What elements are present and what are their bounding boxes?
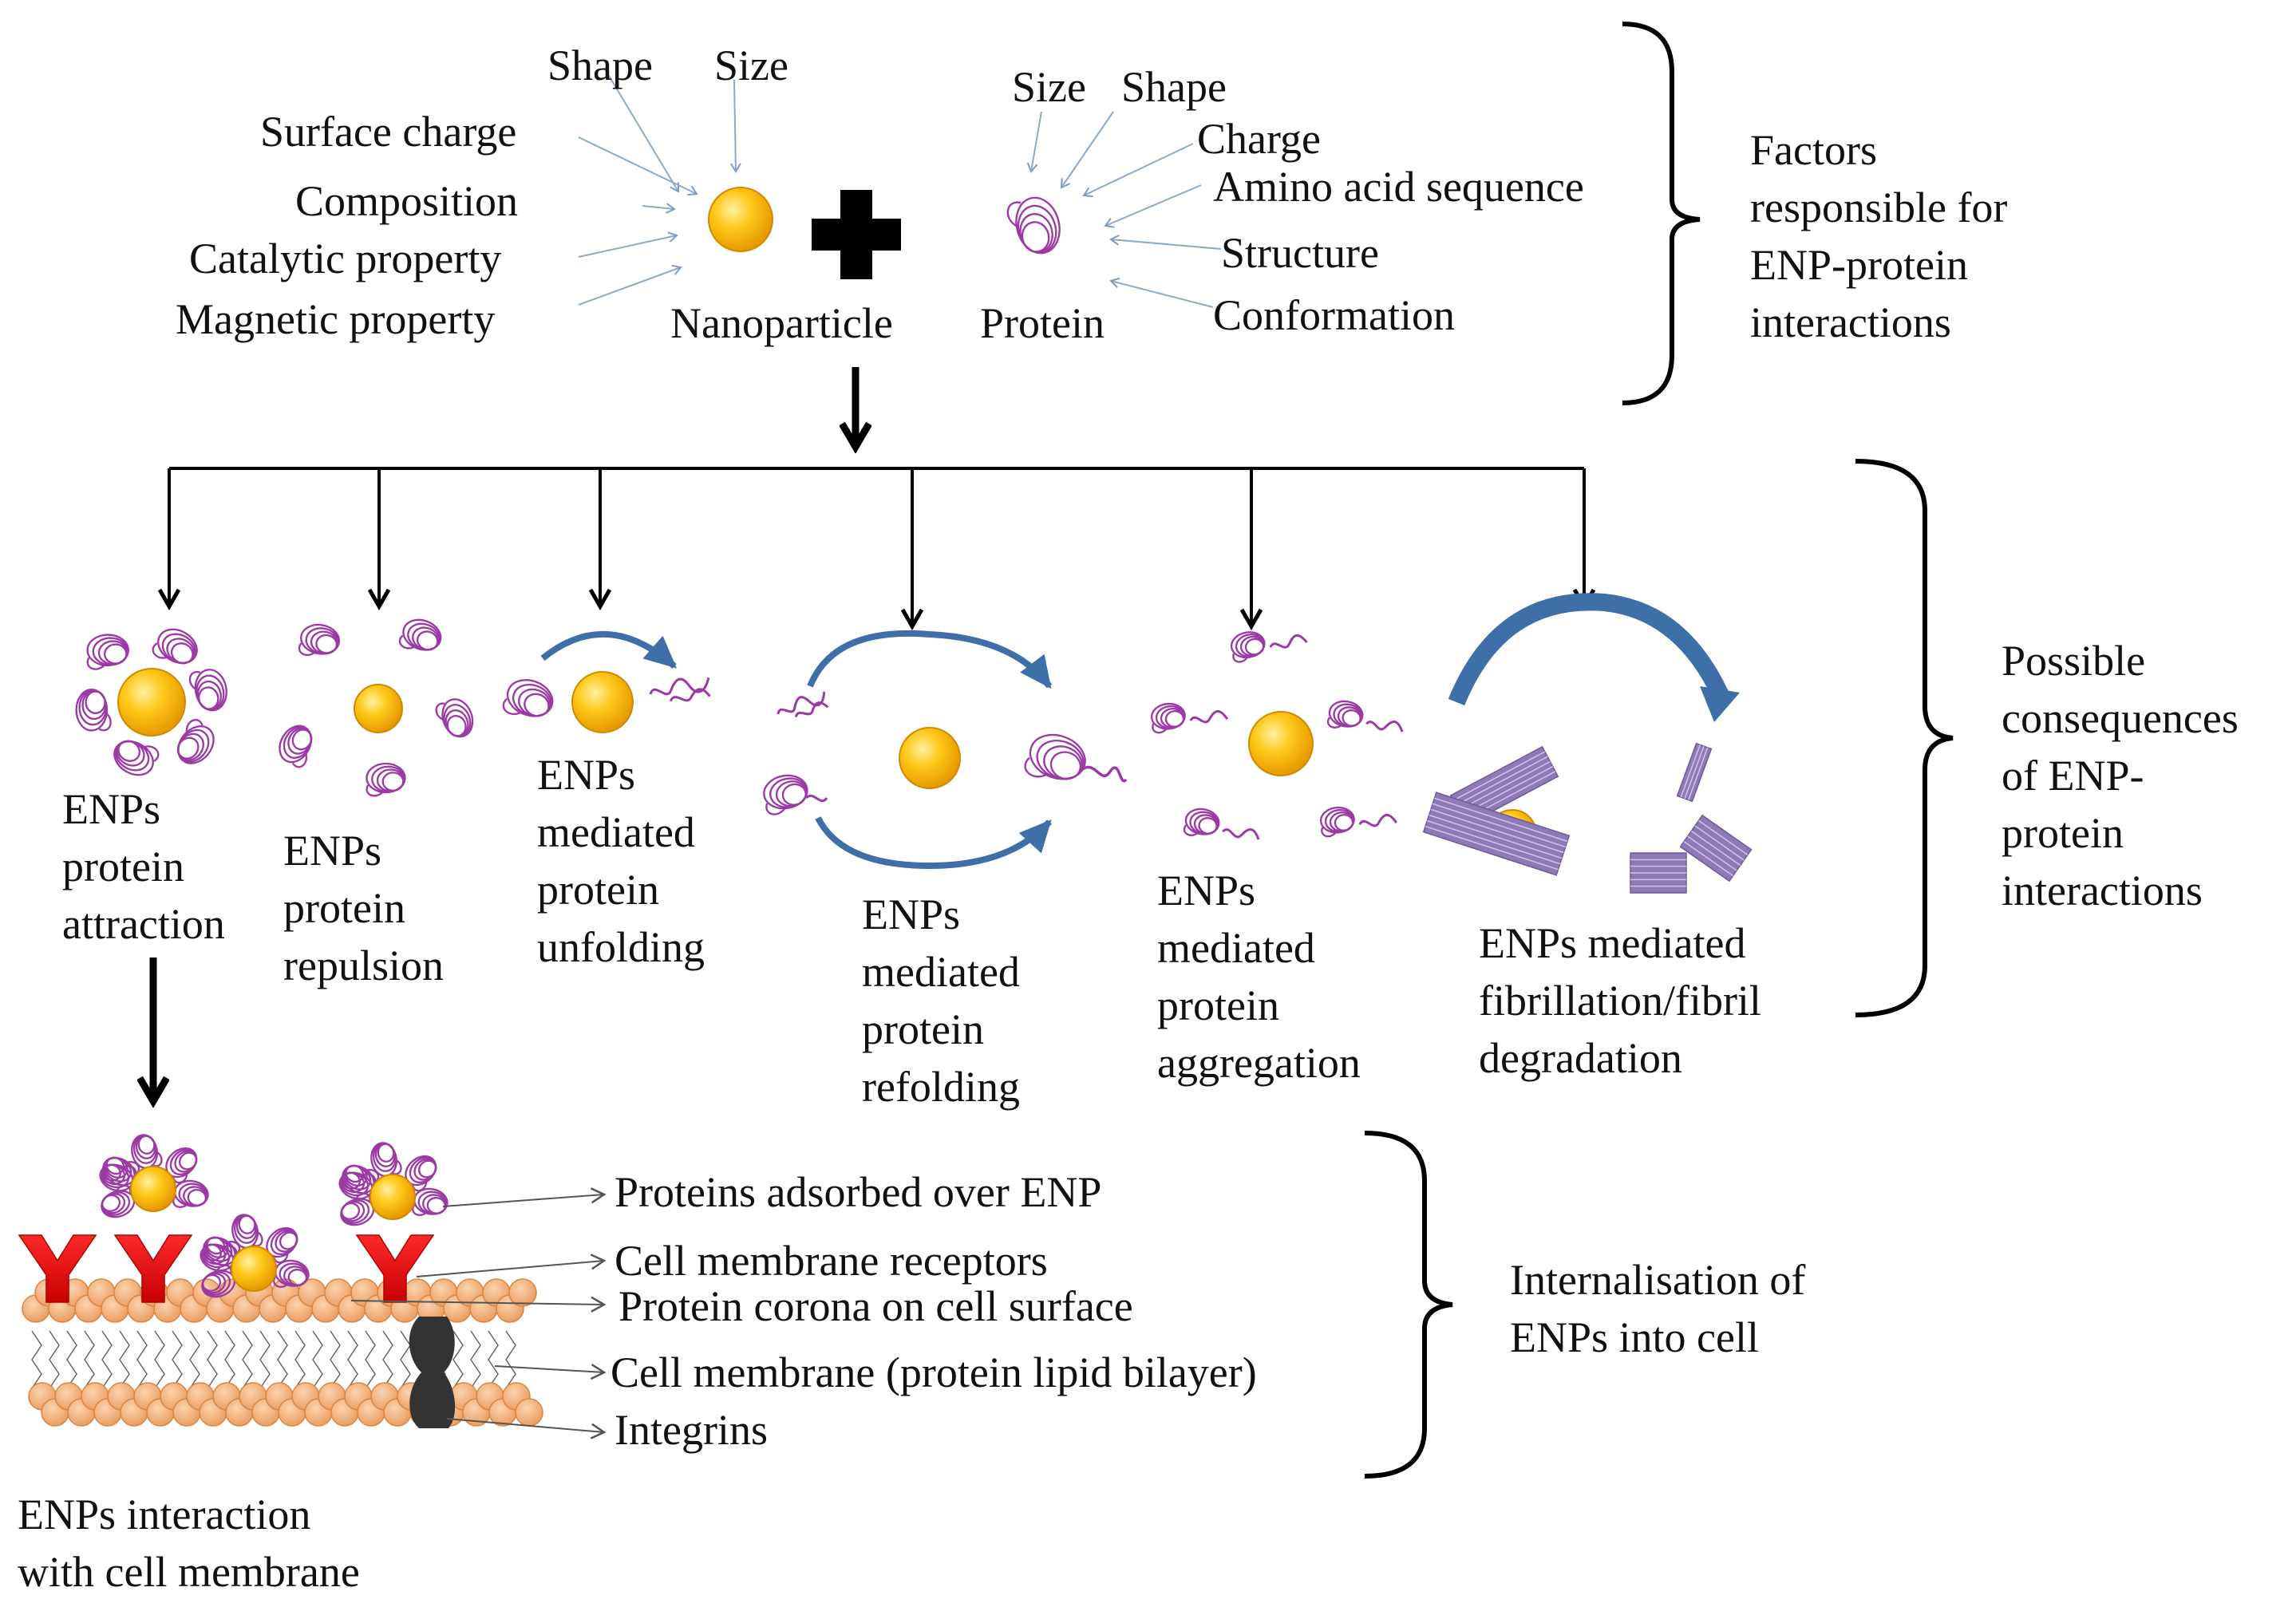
aggregating-protein-icon: [1230, 631, 1308, 663]
protein-coil-icon: [370, 1142, 402, 1177]
np-factor-size: Size: [714, 41, 788, 89]
cell-membrane: [22, 1278, 543, 1427]
repulsion-illustration: [279, 618, 474, 797]
callout-protein-corona: Protein corona on cell surface: [618, 1282, 1133, 1330]
callout-integrins: Integrins: [615, 1406, 768, 1454]
protein-coil-icon: [298, 623, 341, 657]
protein-coil-icon: [201, 1264, 236, 1298]
aggregating-protein-icon: [1150, 702, 1228, 734]
protein-factor-structure: Structure: [1221, 229, 1379, 277]
protein-coil-icon: [279, 725, 313, 768]
np-factor-catalytic: Catalytic property: [189, 235, 502, 282]
np-factor-shape: Shape: [547, 41, 653, 89]
fibril-icon: [1679, 814, 1753, 882]
protein-coil-icon: [1319, 806, 1355, 838]
callout-lipid-bilayer: Cell membrane (protein lipid bilayer): [611, 1348, 1257, 1396]
consequence-branch-arrows: [157, 468, 1596, 631]
nanoparticle-label: Nanoparticle: [670, 299, 893, 347]
nanoparticle-factor-arrows: [578, 67, 741, 306]
receptor-icon: [18, 1234, 97, 1303]
factors-bracket: [1622, 22, 1701, 405]
attraction-illustration: [75, 628, 227, 776]
protein-coil-icon: [435, 698, 474, 738]
protein-coil-icon: [1183, 807, 1220, 836]
aggregating-protein-icon: [1326, 700, 1404, 732]
receptor-icon: [113, 1234, 193, 1303]
consequence-aggregation-label: ENPs mediated protein aggregation: [1157, 867, 1361, 1087]
internalisation-bracket: [1364, 1131, 1453, 1479]
protein-coil-icon: [75, 689, 112, 732]
protein-coil-icon: [1006, 196, 1061, 255]
fibril-icon: [1422, 792, 1571, 876]
callout-receptors: Cell membrane receptors: [615, 1237, 1048, 1285]
fibrillation-illustration: [1422, 593, 1753, 894]
consequences-bracket: [1855, 459, 1954, 1017]
enp-protein-corona: [338, 1142, 449, 1226]
protein-label: Protein: [980, 299, 1105, 347]
unfolding-illustration: [502, 630, 711, 733]
protein-coil-icon: [502, 679, 554, 717]
consequence-repulsion-label: ENPs protein repulsion: [283, 827, 444, 989]
membrane-callout-arrows: [350, 1187, 607, 1439]
protein-coil-icon: [1006, 196, 1061, 255]
protein-coil-icon: [1230, 631, 1266, 663]
np-factor-surface-charge: Surface charge: [260, 108, 517, 156]
consequence-refolding-label: ENPs mediated protein refolding: [862, 890, 1020, 1111]
aggregation-illustration: [1150, 631, 1404, 840]
protein-coil-icon: [1326, 700, 1364, 729]
unfolded-protein-icon: [649, 677, 711, 702]
enp-protein-corona: [99, 1134, 209, 1218]
protein-coil-icon: [188, 669, 227, 712]
callout-proteins-adsorbed: Proteins adsorbed over ENP: [615, 1168, 1102, 1216]
consequence-attraction-label: ENPs protein attraction: [62, 785, 225, 948]
refolding-illustration: [763, 630, 1128, 870]
integrin-icon: [409, 1317, 456, 1428]
np-factor-magnetic: Magnetic property: [176, 295, 496, 343]
nanoparticle-sphere: [708, 187, 773, 252]
aggregating-protein-icon: [1183, 807, 1260, 840]
protein-coil-icon: [1024, 733, 1086, 780]
protein-factor-charge: Charge: [1197, 115, 1321, 163]
protein-factor-conformation: Conformation: [1213, 291, 1455, 339]
protein-coil-icon: [231, 1214, 263, 1249]
protein-coil-icon: [398, 618, 442, 651]
unfolded-protein-icon: [777, 691, 829, 718]
protein-coil-icon: [131, 1134, 163, 1169]
adsorbed-enp-icons: [99, 1134, 449, 1298]
fibril-icon: [1676, 742, 1713, 803]
receptor-icons: [18, 1234, 435, 1303]
protein-factor-arrows: [1026, 111, 1222, 308]
consequence-fibrillation-label: ENPs mediated fibrillation/fibril degrad…: [1479, 919, 1761, 1082]
protein-coil-icon: [366, 762, 406, 797]
receptor-icon: [355, 1234, 435, 1303]
membrane-caption: ENPs interaction with cell membrane: [18, 1491, 360, 1596]
protein-coil-icon: [176, 719, 215, 764]
protein-factor-shape: Shape: [1121, 63, 1227, 111]
protein-coil-icon: [1150, 702, 1186, 734]
internalisation-bracket-label: Internalisation of ENPs into cell: [1510, 1256, 1806, 1361]
factors-bracket-label: Factors responsible for ENP-protein inte…: [1750, 126, 2008, 346]
protein-coil-icon: [763, 774, 808, 815]
enp-protein-corona: [200, 1214, 310, 1298]
consequence-unfolding-label: ENPs mediated protein unfolding: [537, 751, 705, 971]
consequences-bracket-label: Possible consequences of ENP- protein in…: [2002, 637, 2239, 914]
protein-factor-size: Size: [1012, 63, 1086, 111]
protein-coil-icon: [113, 740, 160, 776]
protein-coil-icon: [152, 628, 198, 665]
plus-icon: [812, 190, 901, 279]
aggregating-protein-icon: [1319, 806, 1397, 838]
protein-coil-icon: [86, 634, 129, 670]
protein-factor-amino-acid: Amino acid sequence: [1213, 163, 1584, 211]
fibril-icon: [1630, 852, 1687, 894]
np-factor-composition: Composition: [295, 177, 519, 225]
